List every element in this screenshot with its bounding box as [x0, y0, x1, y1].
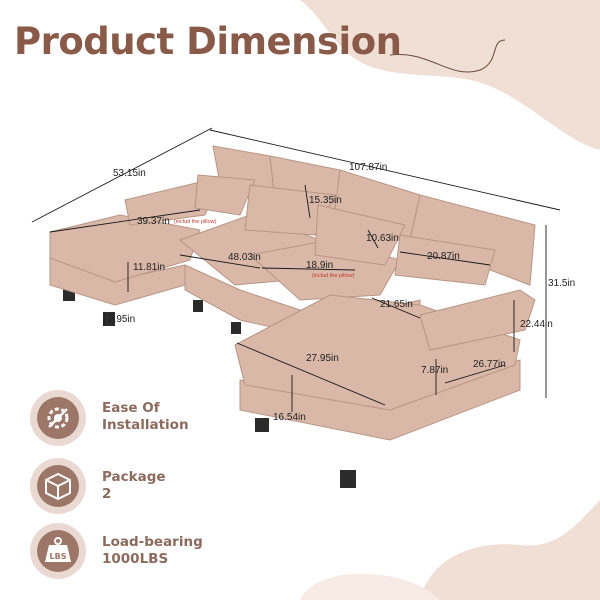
- dim-ottoman-height: 16.54in: [273, 412, 306, 423]
- sofa-body: [49, 145, 536, 441]
- weight-lbs-icon: LBS: [30, 523, 86, 579]
- blob-squiggle: [389, 39, 506, 73]
- dim-depth-chaise: 53.15in: [113, 168, 146, 179]
- dim-leg-height: 2.95in: [108, 314, 136, 325]
- feature-package-line1: Package: [102, 469, 166, 485]
- bottom-blob-2: [300, 573, 440, 600]
- dim-arm-height: 7.87in: [421, 365, 449, 376]
- dimension-lines: [31, 127, 561, 412]
- top-right-blob: [300, 0, 600, 150]
- feature-load-bearing-line1: Load-bearing: [102, 534, 203, 550]
- feature-installation-line1: Ease Of: [102, 400, 160, 416]
- dim-total-height: 31.5in: [548, 278, 576, 289]
- dim-seat-depth: 18.9in: [306, 260, 334, 271]
- dim-pillow-height: 15.35in: [309, 195, 342, 206]
- dim-arm-depth: 21.65in: [380, 299, 413, 310]
- feature-installation: Ease Of Installation: [30, 390, 290, 460]
- dim-seat-depth-note: (includ the pillow): [312, 273, 355, 279]
- dim-pillow-width: 20.87in: [427, 251, 460, 262]
- dim-seat-inner: 10.63in: [366, 233, 399, 244]
- feature-load-bearing: LBS Load-bearing 1000LBS: [30, 523, 290, 593]
- package-box-icon: [30, 458, 86, 514]
- dim-chaise-length: 27.95in: [306, 353, 339, 364]
- feature-load-bearing-line2: 1000LBS: [102, 551, 169, 567]
- feature-package: Package 2: [30, 458, 290, 528]
- sofa-legs: [63, 287, 515, 488]
- feature-package-line2: 2: [102, 486, 112, 502]
- dim-arm-width: 26.77in: [473, 359, 506, 370]
- dim-cushion-width: 48.03in: [228, 252, 261, 263]
- dim-chaise-inner: 39.37in: [137, 216, 170, 227]
- page-title: Product Dimension: [14, 20, 402, 63]
- svg-text:LBS: LBS: [50, 552, 67, 561]
- dim-total-length: 107.87in: [349, 162, 388, 173]
- dim-chaise-inner-note: (includ the pillow): [174, 219, 217, 225]
- bottom-right-blob: [420, 500, 600, 600]
- feature-installation-line2: Installation: [102, 417, 189, 433]
- gear-wrench-icon: [30, 390, 86, 446]
- dim-back-height: 22.44in: [520, 319, 553, 330]
- dim-seat-height: 11.81in: [133, 262, 166, 273]
